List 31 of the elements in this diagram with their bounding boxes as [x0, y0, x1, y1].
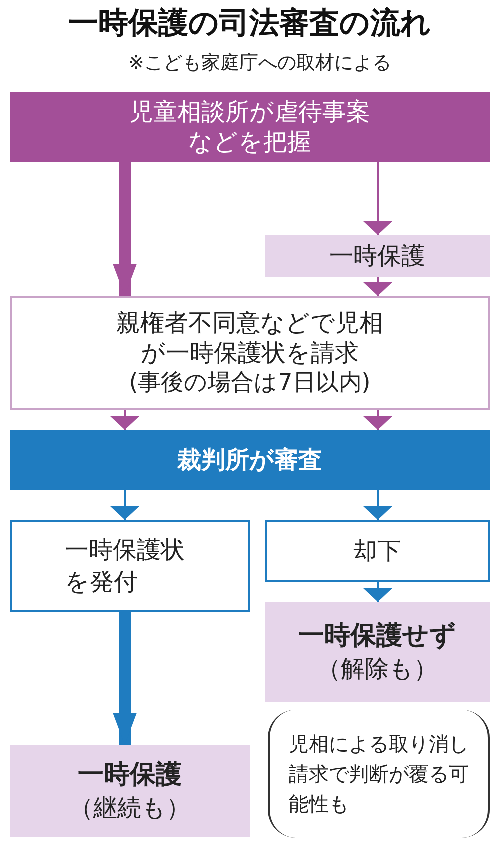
process-box — [10, 92, 490, 162]
process-box — [10, 430, 490, 490]
arrow — [113, 162, 137, 296]
node-text: 一時保護 — [330, 241, 426, 272]
result-box — [10, 745, 250, 837]
node-text: （継続も） — [70, 793, 190, 824]
node-text: 児童相談所が虐待事案などを把握 — [128, 97, 372, 157]
arrow — [363, 162, 393, 235]
node-text: (事後の場合は7日以内) — [129, 369, 371, 398]
arrow — [363, 410, 393, 430]
bracketed-note: 児相による取り消し請求で判断が覆る可能性も — [268, 710, 490, 838]
arrow — [110, 490, 140, 520]
process-box — [10, 520, 250, 612]
result-box — [265, 602, 490, 702]
arrow — [363, 277, 393, 296]
process-box — [265, 520, 490, 582]
node-text: 一時保護 — [78, 759, 182, 792]
process-box — [10, 296, 490, 410]
node-text: 一時保護状を発付 — [65, 535, 186, 598]
node-text: （解除も） — [317, 654, 438, 685]
arrow — [110, 410, 140, 430]
arrow — [113, 612, 137, 745]
node-text: 親権者不同意などで児相が一時保護状を請求 — [116, 308, 384, 368]
arrow — [363, 582, 393, 602]
title: 一時保護の司法審査の流れ — [68, 5, 432, 43]
node-text: 裁判所が審査 — [178, 445, 322, 476]
arrow — [363, 490, 393, 520]
source-note: ※こども家庭庁への取材による — [128, 51, 392, 76]
node-text: 却下 — [354, 536, 402, 567]
node-text: 一時保護せず — [298, 620, 456, 653]
process-box — [265, 235, 490, 277]
